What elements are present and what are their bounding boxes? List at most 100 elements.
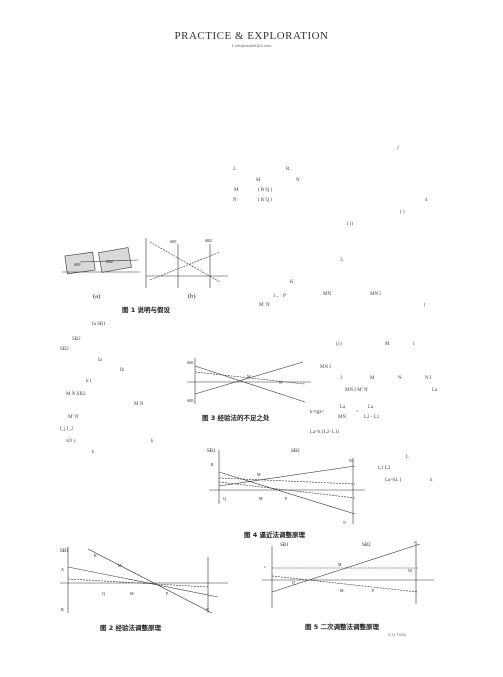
svg-text:P: P — [372, 588, 375, 593]
svg-text:Q: Q — [292, 580, 295, 585]
page-mark: / — [397, 144, 399, 152]
svg-text:N1: N1 — [349, 458, 354, 463]
text-fragment: La=k (L2- L1) — [310, 430, 340, 435]
text-fragment: MN I — [370, 292, 381, 297]
text-fragment: L2 - L1 — [364, 415, 380, 420]
text-fragment: M — [370, 376, 375, 381]
text-fragment: I_j I_2 — [60, 427, 74, 432]
figure-5-diagram: SB1 SB2 c Q M M P N N1 — [262, 540, 434, 608]
text-fragment: La — [432, 388, 438, 393]
svg-text:B: B — [61, 607, 64, 612]
text-fragment: M' N' — [68, 415, 80, 420]
text-fragment: xO y — [66, 439, 76, 444]
svg-text:M: M — [130, 591, 134, 596]
svg-text:N: N — [414, 540, 417, 545]
text-fragment: I — [413, 342, 415, 347]
text-fragment: MN I M' N' — [345, 388, 369, 393]
text-fragment: La=kL ( — [385, 478, 402, 483]
text-fragment: M N SB2. — [66, 392, 87, 397]
text-fragment: 2. — [233, 167, 237, 172]
text-fragment: L1 L2 — [378, 466, 391, 471]
svg-text:M: M — [259, 496, 263, 501]
svg-text:R: R — [211, 462, 214, 467]
svg-text:N: N — [343, 520, 346, 525]
svg-text:SB1: SB1 — [74, 262, 81, 267]
text-fragment: Ib — [120, 368, 125, 373]
text-fragment: = — [356, 410, 359, 415]
page-footer: O U TION — [388, 632, 406, 637]
figure-3-diagram: SB1 SB1 M N — [187, 358, 311, 404]
text-fragment: La — [340, 405, 346, 410]
journal-subtitle: 1 chnyinsahi9163.com — [231, 43, 272, 48]
text-fragment: La — [368, 405, 374, 410]
svg-text:SB1: SB1 — [207, 449, 216, 454]
figure-4-caption: 图 4 逼近法调整原理 — [244, 531, 306, 539]
text-fragment: k t — [86, 379, 92, 384]
text-fragment: ( R Q ) — [258, 188, 273, 193]
text-fragment: k — [151, 439, 154, 444]
text-fragment: 3. — [340, 258, 344, 263]
svg-text:SB2: SB2 — [106, 259, 113, 264]
svg-text:R: R — [94, 553, 97, 558]
text-fragment: ( R Q ) — [258, 198, 273, 203]
svg-text:c: c — [264, 564, 266, 569]
svg-text:Q: Q — [223, 496, 226, 501]
text-fragment: (1) — [336, 342, 342, 347]
figure-1b-label: (b) — [188, 293, 196, 300]
text-fragment: Ia SB1 — [92, 322, 106, 327]
text-fragment: ( — [424, 303, 426, 308]
svg-text:M: M — [340, 588, 344, 593]
text-fragment: N — [398, 376, 402, 381]
text-fragment: M N — [134, 402, 144, 407]
text-fragment: N — [233, 198, 237, 203]
journal-header: PRACTICE & EXPLORATION — [174, 30, 329, 42]
svg-text:Q: Q — [102, 591, 105, 596]
figure-2-caption: 图 2 经验法调整原理 — [100, 624, 162, 632]
svg-text:N1: N1 — [408, 568, 413, 573]
figure-1a-label: (a) — [93, 293, 101, 300]
text-fragment: k — [430, 478, 433, 483]
text-fragment: SB2 — [60, 347, 69, 352]
svg-text:SB2: SB2 — [205, 238, 212, 243]
text-fragment: M' N' — [259, 303, 271, 308]
svg-text:SB1: SB1 — [187, 398, 194, 403]
svg-text:SB1: SB1 — [187, 360, 194, 365]
svg-text:SB2: SB2 — [362, 543, 371, 548]
svg-text:N: N — [206, 607, 209, 612]
figure-4-diagram: SB1 SB2 R M N1 Q M P N — [207, 449, 365, 525]
figure-5-caption: 图 5 二次调整法调整原理 — [305, 623, 380, 631]
figure-3-caption: 图 3 经验法的不足之处 — [202, 414, 270, 422]
text-fragment: 3 、 P' — [273, 294, 287, 299]
svg-text:N: N — [279, 380, 282, 385]
svg-text:M: M — [338, 562, 342, 567]
text-fragment: K — [290, 280, 294, 285]
text-fragment: R. — [286, 167, 291, 172]
svg-text:M: M — [257, 472, 261, 477]
text-fragment: MN I — [320, 365, 331, 370]
svg-text:SB1: SB1 — [170, 239, 177, 244]
text-fragment: k — [92, 450, 95, 455]
svg-text:P: P — [285, 496, 288, 501]
svg-text:M: M — [118, 563, 122, 568]
figure-1-diagram: SB1 SB2 SB1 SB2 — [62, 238, 228, 288]
text-fragment: Ia — [98, 358, 102, 363]
text-fragment: 3 — [340, 376, 343, 381]
text-fragment: MN — [323, 292, 332, 297]
text-fragment: MN — [338, 415, 347, 420]
text-fragment: N — [296, 178, 300, 183]
svg-text:A: A — [61, 567, 64, 572]
text-fragment: SB2 — [72, 337, 81, 342]
figure-2-diagram: SB1 A R M Q M P N B — [60, 547, 228, 614]
svg-text:P: P — [166, 591, 169, 596]
text-fragment: ( ) — [400, 210, 405, 215]
text-fragment: M — [256, 178, 261, 183]
text-fragment: M — [385, 342, 390, 347]
text-fragment: N I — [425, 376, 432, 381]
text-fragment: ( l) — [347, 222, 353, 227]
svg-text:SB1: SB1 — [60, 549, 69, 554]
text-fragment: L — [406, 455, 410, 460]
text-fragment: 4 — [425, 198, 428, 203]
svg-text:SB1: SB1 — [280, 543, 289, 548]
svg-text:M: M — [247, 374, 251, 379]
text-fragment: k=tga= — [310, 410, 325, 415]
